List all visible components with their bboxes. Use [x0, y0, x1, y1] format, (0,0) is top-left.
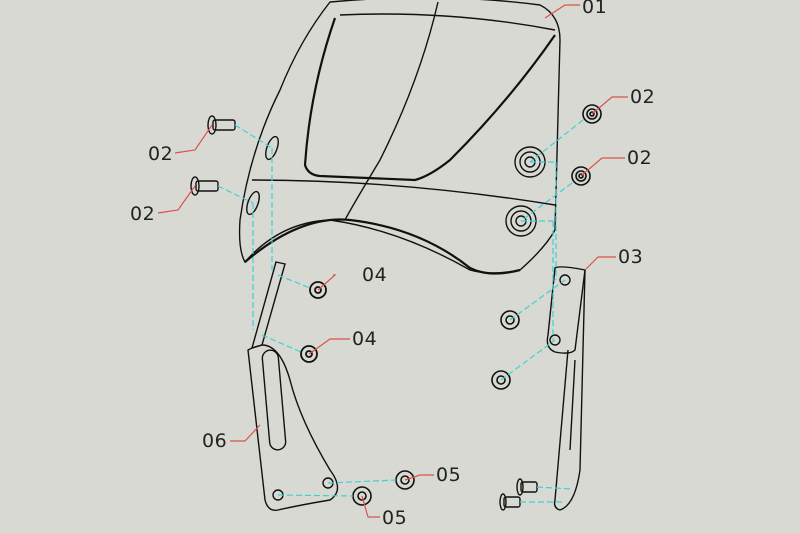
callout-03: 03: [618, 246, 644, 268]
callout-02-right-upper: 02: [630, 86, 656, 108]
callout-02-right-lower: 02: [627, 147, 653, 169]
bolt-right-lower: [571, 166, 591, 186]
left-bracket: [247, 261, 339, 511]
bolt-right-upper: [582, 104, 602, 124]
callout-02-left-upper: 02: [148, 143, 174, 165]
right-bracket: [546, 266, 586, 511]
leader-lines: [157, 4, 628, 518]
nut-upper: [309, 281, 327, 299]
bolt-left-upper: [207, 115, 236, 135]
nut-lower: [300, 345, 318, 363]
callout-05-lower: 05: [382, 507, 408, 529]
callout-05-right: 05: [436, 464, 462, 486]
callout-02-left-lower: 02: [130, 203, 156, 225]
callout-04-lower: 04: [352, 328, 378, 350]
bolt-left-lower: [190, 176, 219, 196]
callout-01: 01: [582, 0, 608, 18]
callout-06: 06: [202, 430, 228, 452]
callout-04-upper: 04: [362, 264, 388, 286]
pins-bottom-right: [499, 478, 538, 511]
washers-right: [491, 310, 520, 390]
assembly-lines: [217, 119, 584, 503]
